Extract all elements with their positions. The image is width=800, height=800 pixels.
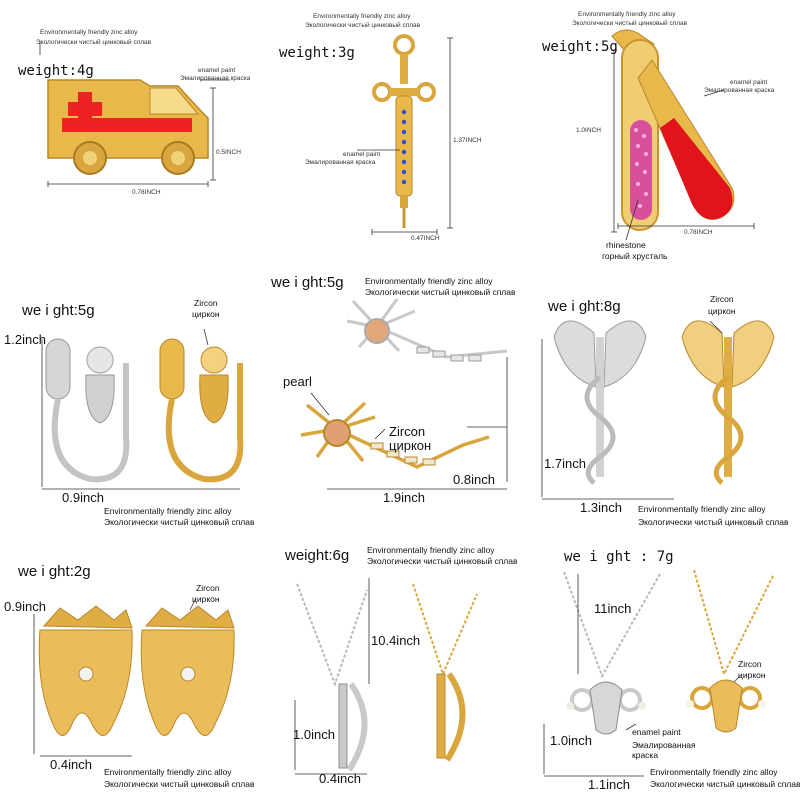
zircon-en-label: Zircon (196, 583, 220, 593)
material-en-label: Environmentally friendly zinc alloy (313, 13, 411, 20)
height-dimension: 1.0inch (293, 727, 335, 742)
weight-label: we i ght:5g (22, 302, 95, 319)
product-panel-syringe: Environmentally friendly zinc alloy Экол… (267, 0, 533, 266)
paint-en-label: enamel paint (632, 727, 681, 737)
material-en-label: Environmentally friendly zinc alloy (578, 11, 676, 18)
weight-label: weight:5g (542, 39, 618, 55)
zircon-ru-label: циркон (708, 306, 736, 316)
width-dimension: 0.4inch (319, 771, 361, 786)
weight-label: we i ght:2g (18, 563, 91, 580)
product-panel-uterus-necklace: we i ght : 7g 11inch Zircon циркон ename… (534, 534, 800, 800)
stethoscope-pin-illustration (41, 328, 244, 490)
paint-ru-label: Эмалированная краска (704, 87, 775, 94)
tooth-pin-illustration (33, 597, 235, 757)
material-ru-label: Экологически чистый цинковый сплав (305, 22, 421, 29)
pearl-label: pearl (283, 374, 312, 389)
uterus-necklace-illustration (543, 569, 775, 777)
syringe-pin-illustration (357, 34, 453, 235)
width-dimension: 0.47INCH (411, 235, 440, 242)
width-dimension: 1.9inch (383, 490, 425, 505)
width-dimension: 1.1inch (588, 777, 630, 792)
material-ru-label: Экологически чистый цинковый сплав (367, 556, 518, 566)
zircon-ru-label: циркон (192, 594, 220, 604)
material-ru-label: Экологически чистый цинковый сплав (572, 20, 688, 27)
zircon-ru-label: циркон (738, 670, 766, 680)
width-dimension: 1.3inch (580, 500, 622, 515)
width-dimension: 0.78INCH (684, 229, 713, 236)
paint-ru-label: Эмалированная краска (180, 75, 251, 82)
material-ru-label: Экологически чистый цинковый сплав (650, 779, 800, 789)
material-en-label: Environmentally friendly zinc alloy (365, 276, 493, 286)
height-dimension: 1.0inch (550, 733, 592, 748)
zircon-en-label: Zircon (710, 294, 734, 304)
material-en-label: Environmentally friendly zinc alloy (638, 504, 766, 514)
product-panel-tooth: we i ght:2g Zircon циркон 0.9inch 0.4inc… (0, 534, 266, 800)
product-panel-neuron: we i ght:5g Environmentally friendly zin… (267, 267, 533, 533)
product-panel-caduceus: we i ght:8g Zircon циркон 1.7inch 1.3inc… (534, 267, 800, 533)
paint-en-label: enamel paint (730, 79, 768, 86)
material-ru-label: Экологически чистый цинковый сплав (638, 517, 789, 527)
width-dimension: 0.78INCH (132, 189, 161, 196)
material-en-label: Environmentally friendly zinc alloy (367, 545, 495, 555)
product-panel-test-tube: Environmentally friendly zinc alloy Экол… (534, 0, 800, 266)
material-en-label: Environmentally friendly zinc alloy (104, 767, 232, 777)
height-dimension: 1.7inch (544, 456, 586, 471)
weight-label: weight:3g (279, 45, 355, 61)
material-en-label: Environmentally friendly zinc alloy (104, 506, 232, 516)
product-panel-ambulance: Environmentally friendly zinc alloy Экол… (0, 0, 266, 266)
material-ru-label: Экологически чистый цинковый сплав (36, 39, 152, 46)
paint-en-label: enamel paint (198, 67, 236, 74)
chain-length-dimension: 11inch (594, 601, 632, 616)
height-dimension: 0.5INCH (216, 149, 241, 156)
zircon-ru-label: циркон (192, 309, 220, 319)
chain-length-dimension: 10.4inch (371, 633, 421, 648)
weight-label: we i ght : 7g (564, 549, 674, 565)
zircon-en-label: Zircon (194, 298, 218, 308)
neuron-pin-illustration (300, 298, 508, 490)
test-tube-pin-illustration (611, 29, 755, 241)
paint-ru-label: Эмалированная краска (305, 159, 376, 166)
width-dimension: 0.4inch (50, 757, 92, 772)
material-en-label: Environmentally friendly zinc alloy (650, 767, 778, 777)
weight-label: weight:4g (18, 63, 94, 79)
height-dimension: 0.8inch (453, 472, 495, 487)
stone-en-label: rhinestone (606, 240, 646, 250)
zircon-en-label: Zircon (389, 424, 426, 439)
weight-label: we i ght:5g (271, 274, 344, 291)
height-dimension: 1.37INCH (453, 137, 482, 144)
height-dimension: 0.9inch (4, 599, 46, 614)
paint-en-label: enamel paint (343, 151, 381, 158)
product-panel-hammer-necklace: weight:6g Environmentally friendly zinc … (267, 534, 533, 800)
paint-ru-label: Эмалированная краска (632, 740, 696, 761)
material-ru-label: Экологически чистый цинковый сплав (104, 517, 255, 527)
width-dimension: 0.9inch (62, 490, 104, 505)
material-ru-label: Экологически чистый цинковый сплав (365, 287, 516, 297)
hammer-necklace-illustration (294, 578, 478, 775)
zircon-ru-label: циркон (389, 438, 432, 453)
material-ru-label: Экологически чистый цинковый сплав (104, 779, 255, 789)
caduceus-pin-illustration (541, 320, 775, 500)
zircon-en-label: Zircon (738, 659, 762, 669)
height-dimension: 1.2inch (4, 332, 46, 347)
weight-label: weight:6g (285, 547, 350, 564)
material-en-label: Environmentally friendly zinc alloy (40, 29, 138, 36)
ambulance-pin-illustration (39, 42, 230, 187)
stone-ru-label: горный хрусталь (602, 251, 668, 261)
product-panel-stethoscope: we i ght:5g Zircon циркон 1.2inch 0.9inc… (0, 267, 266, 533)
weight-label: we i ght:8g (548, 298, 621, 315)
height-dimension: 1.0INCH (576, 127, 601, 134)
